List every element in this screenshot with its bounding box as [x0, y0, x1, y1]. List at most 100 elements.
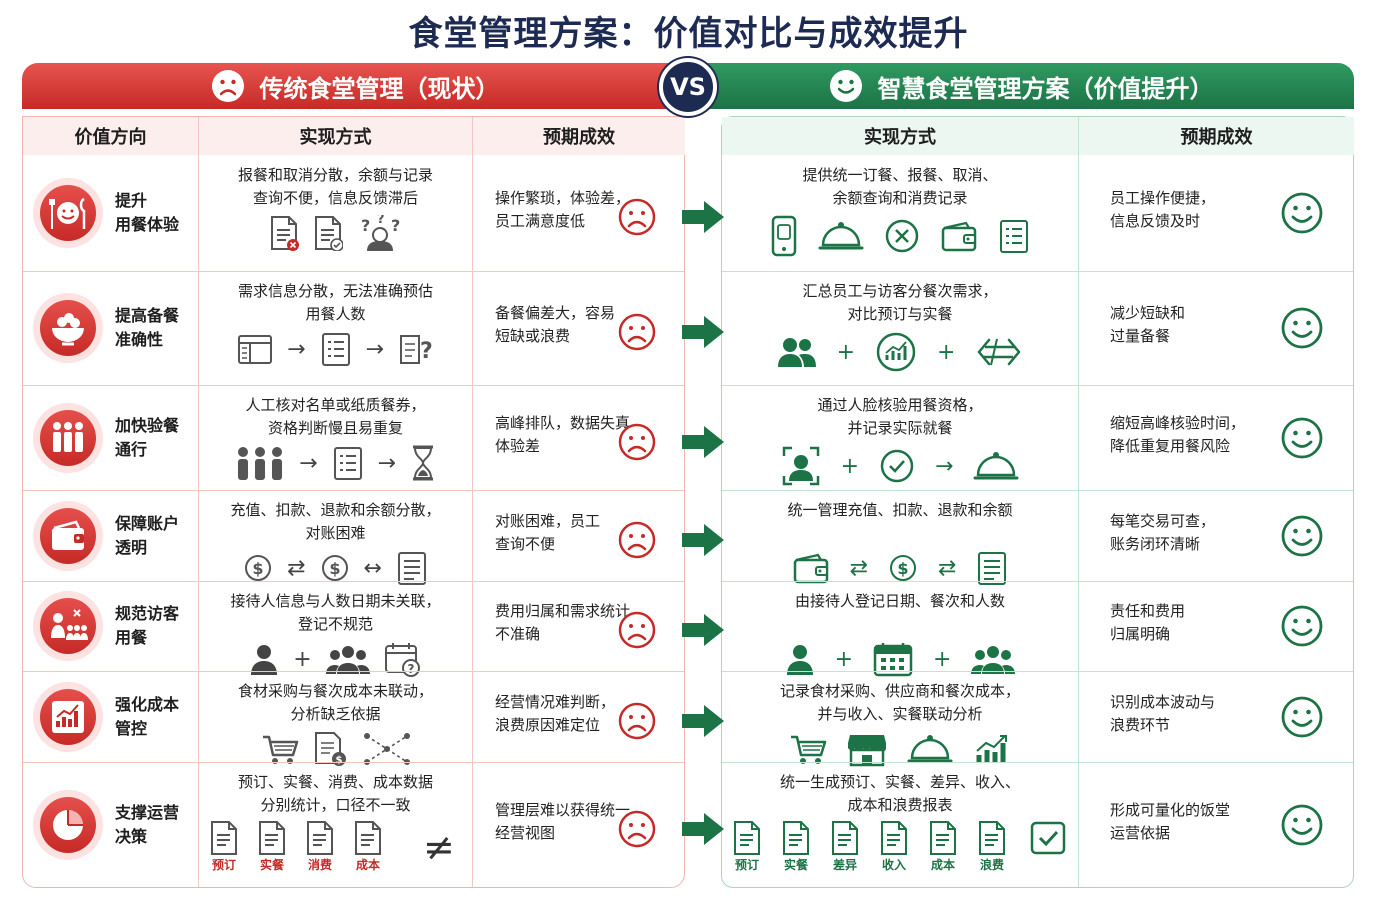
report-tag-label: 预订 [211, 858, 236, 872]
sad-face [617, 422, 657, 466]
old-method-line: 人工核对名单或纸质餐券， [245, 396, 426, 414]
document-icon [314, 216, 343, 251]
report-tag: 差异 [830, 820, 860, 873]
happy-face-icon [1281, 307, 1323, 349]
new-method-text: 统一生成预订、实餐、差异、收入、成本和浪费报表 [722, 771, 1078, 817]
happy-face [1280, 416, 1324, 464]
header-value-direction: 价值方向 [23, 117, 198, 155]
svg-text:?: ? [420, 339, 433, 364]
plus-operator-icon: + [834, 646, 853, 672]
sad-face-icon [618, 313, 656, 351]
phone-icon [771, 215, 797, 257]
document-icon [832, 821, 858, 855]
new-method-line: 统一管理充值、扣款、退款和余额 [787, 501, 1013, 519]
value-direction-label: 提升用餐体验 [115, 189, 179, 237]
transition-arrow-icon [680, 198, 726, 236]
sad-face-icon [211, 70, 244, 102]
row-divider [23, 385, 684, 386]
transition-arrow-icon [680, 810, 726, 848]
new-effect-text: 责任和费用归属明确 [1110, 600, 1290, 646]
ledger-icon [397, 552, 426, 585]
sad-face-icon [618, 198, 656, 236]
value-direction-line: 加快验餐 [115, 415, 180, 435]
new-effect-line: 缩短高峰核验时间， [1110, 413, 1246, 432]
value-direction-icon [33, 591, 103, 661]
new-method-line: 统一生成预订、实餐、差异、收入、 [779, 773, 1020, 791]
old-effect-line: 对账困难，员工 [495, 511, 601, 530]
happy-face-icon [829, 70, 862, 102]
new-effect-line: 每笔交易可查， [1110, 511, 1216, 530]
svg-text:$: $ [329, 559, 340, 578]
new-method-icons: ++ [722, 641, 1078, 677]
dining-icon [49, 197, 86, 229]
sad-face-icon [618, 423, 656, 460]
old-method-line: 对账困难 [305, 524, 366, 542]
traditional-banner-label: 传统食堂管理（现状） [259, 74, 500, 103]
new-method-icons [722, 215, 1078, 257]
right-arrow-icon [682, 813, 724, 845]
new-effect-line: 运营依据 [1110, 824, 1171, 842]
new-method-line: 对比预订与实餐 [847, 305, 953, 323]
document-icon [734, 821, 760, 855]
vs-badge: VS [659, 58, 717, 116]
row-divider [23, 490, 684, 491]
old-method-text: 食材采购与餐次成本未联动，分析缺乏依据 [199, 680, 472, 726]
row-divider [722, 385, 1353, 386]
report-tag-label: 收入 [881, 858, 906, 872]
food-cloche-icon [907, 735, 953, 763]
check-icon [880, 449, 914, 483]
arrow-operator-icon: → [377, 450, 396, 476]
queue-icon [53, 421, 83, 452]
value-direction-line: 保障账户 [115, 513, 180, 533]
new-effect-text: 形成可量化的饭堂运营依据 [1110, 799, 1290, 845]
smart-banner-label: 智慧食堂管理方案（价值提升） [877, 74, 1214, 103]
report-tag-label: 消费 [307, 858, 332, 872]
happy-face [1280, 803, 1324, 851]
sad-face-icon [618, 611, 656, 649]
right-arrow-icon [682, 704, 724, 737]
old-effect-text: 管理层难以获得统一经营视图 [495, 799, 655, 845]
header-new-method: 实现方式 [722, 117, 1078, 155]
two-people-icon [777, 338, 816, 367]
food-cloche-icon [818, 222, 864, 250]
old-method-text: 人工核对名单或纸质餐券，资格判断慢且易重复 [199, 394, 472, 440]
old-method-icons: →→ [199, 445, 472, 481]
report-tag-label: 实餐 [259, 858, 284, 872]
sad-face [617, 809, 657, 853]
header-old-effect: 预期成效 [473, 117, 685, 155]
smart-banner: 智慧食堂管理方案（价值提升） [687, 63, 1354, 109]
sad-face [617, 520, 657, 564]
value-direction-icon [33, 293, 103, 363]
value-direction-icon [33, 402, 103, 473]
sad-face-icon [618, 810, 656, 848]
svg-text:$: $ [335, 755, 342, 766]
old-effect-text: 费用归属和需求统计不准确 [495, 600, 655, 646]
new-effect-line: 员工操作便捷， [1110, 189, 1216, 207]
old-effect-line: 管理层难以获得统一 [495, 801, 631, 819]
lr-operator-icon: ↔ [363, 555, 382, 581]
new-method-icons: ⇄$⇄ [722, 550, 1078, 586]
row-divider [722, 581, 1353, 582]
old-method-line: 充值、扣款、退款和余额分散， [230, 501, 441, 519]
right-arrow-icon [682, 201, 724, 233]
old-effect-line: 员工满意度低 [495, 212, 586, 230]
row-divider [23, 762, 684, 763]
report-tag: 实餐 [257, 820, 287, 873]
new-effect-text: 每笔交易可查，账务闭环清晰 [1110, 510, 1290, 556]
new-method-text: 提供统一订餐、报餐、取消、余额查询和消费记录 [722, 164, 1078, 210]
document-icon [270, 216, 299, 251]
document-icon [930, 821, 956, 855]
supplier-store-icon [848, 735, 886, 767]
transition-arrow-icon [680, 611, 726, 649]
growth-chart-icon [976, 735, 1007, 763]
right-arrow-icon [682, 316, 724, 348]
transition-arrow-icon [680, 702, 726, 740]
coin-icon: $ [890, 555, 916, 581]
new-effect-line: 信息反馈及时 [1110, 212, 1201, 230]
unknown-document-icon: ? [399, 335, 433, 364]
report-tag-label: 成本 [930, 858, 955, 872]
old-method-icons: $ [199, 731, 472, 767]
header-new-effect: 预期成效 [1079, 117, 1354, 155]
happy-face-icon [1281, 605, 1323, 647]
plus-operator-icon: + [933, 646, 952, 672]
